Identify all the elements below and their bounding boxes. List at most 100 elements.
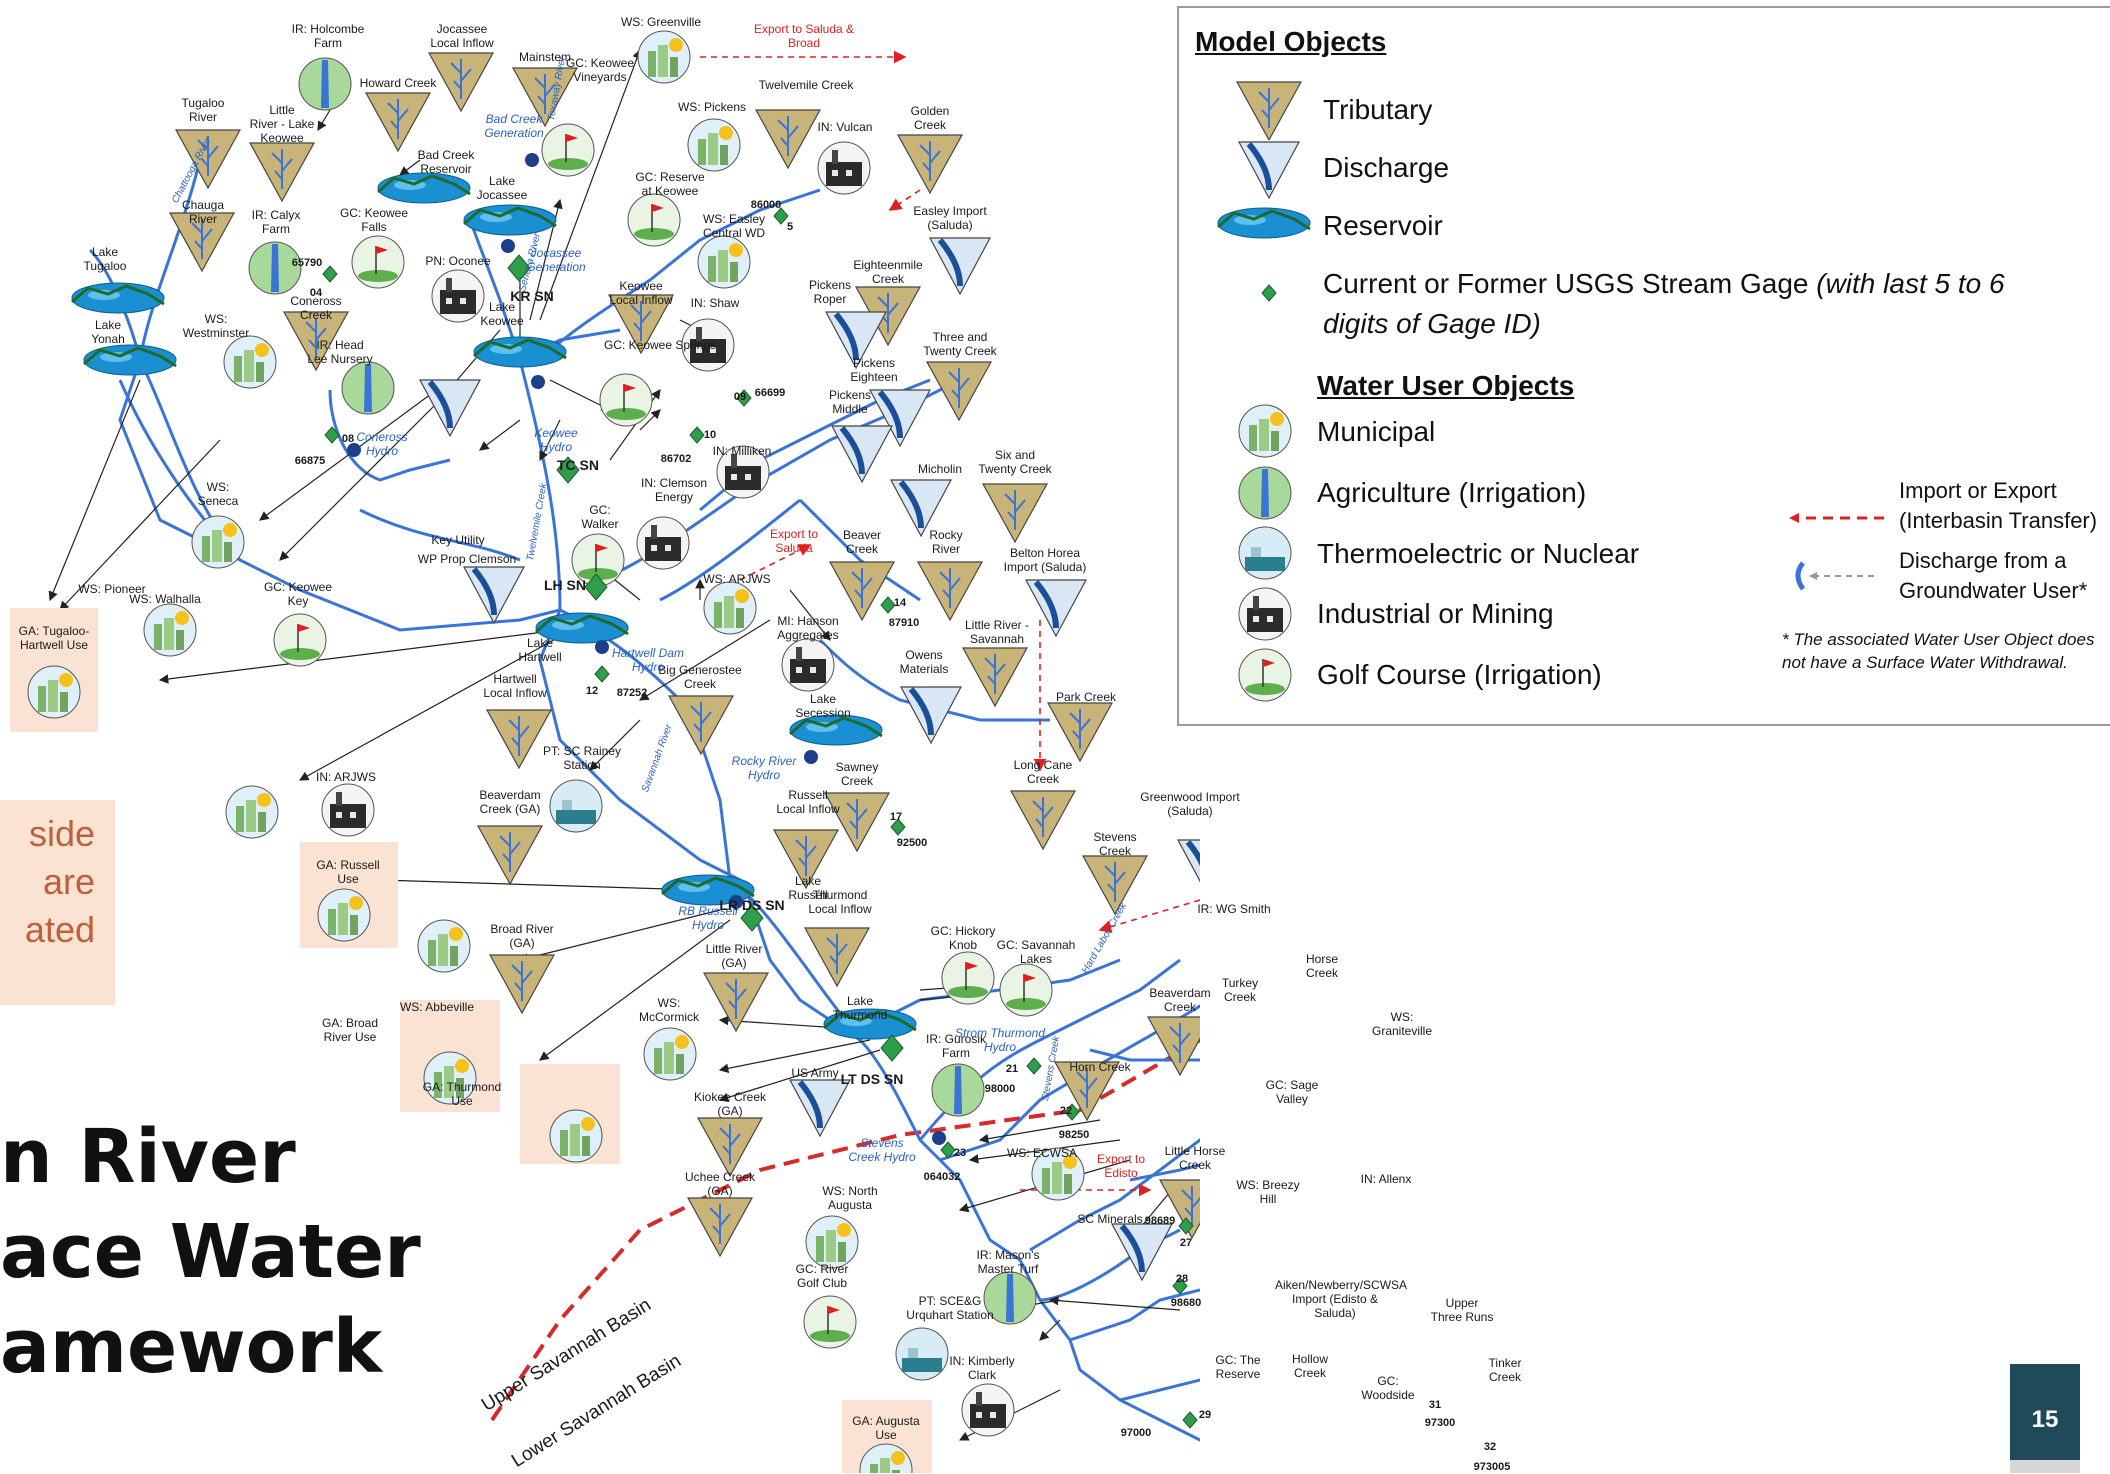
tributary-icon[interactable] (668, 695, 734, 755)
industrial-icon[interactable] (716, 445, 770, 499)
industrial-icon[interactable] (681, 318, 735, 372)
tributary-icon[interactable] (697, 1117, 763, 1177)
tributary-icon[interactable] (169, 212, 235, 272)
discharge-icon[interactable] (1178, 840, 1200, 896)
discharge-icon[interactable] (1112, 1224, 1172, 1280)
reservoir-icon[interactable] (462, 203, 558, 237)
tributary-icon[interactable] (477, 825, 543, 885)
industrial-icon[interactable] (321, 783, 375, 837)
tributary-icon[interactable] (608, 294, 674, 354)
discharge-icon[interactable] (891, 480, 951, 536)
reservoir-icon[interactable] (822, 1007, 918, 1041)
tributary-icon[interactable] (982, 483, 1048, 543)
label-line: Tinker (1488, 1356, 1522, 1370)
tributary-icon[interactable] (687, 1197, 753, 1257)
municipal-icon[interactable] (687, 118, 741, 172)
tributary-icon[interactable] (755, 109, 821, 169)
title-line: ace Water (0, 1209, 421, 1295)
tributary-icon[interactable] (1010, 790, 1076, 850)
industrial-icon[interactable] (817, 141, 871, 195)
industrial-icon[interactable] (961, 1383, 1015, 1437)
industrial-icon[interactable] (781, 638, 835, 692)
agriculture-icon[interactable] (931, 1063, 985, 1117)
agriculture-icon[interactable] (983, 1271, 1037, 1325)
tributary-icon[interactable] (512, 67, 578, 127)
industrial-icon[interactable] (431, 269, 485, 323)
discharge-icon[interactable] (930, 238, 990, 294)
tributary-icon[interactable] (175, 129, 241, 189)
reservoir-icon[interactable] (534, 611, 630, 645)
gage-label: 973005 (1462, 1460, 1522, 1474)
golf-icon[interactable] (541, 123, 595, 177)
discharge-icon[interactable] (1026, 580, 1086, 636)
legend-discharge: Discharge (1323, 152, 1450, 183)
tributary-icon[interactable] (773, 829, 839, 889)
legend-water-user-heading: Water User Objects (1317, 370, 1575, 401)
municipal-icon[interactable] (1031, 1147, 1085, 1201)
municipal-icon[interactable] (191, 515, 245, 569)
page-number-bar (2010, 1460, 2080, 1473)
node-label-in_allenx: IN: Allenx (1326, 1172, 1446, 1186)
golf-icon[interactable] (941, 951, 995, 1005)
hydro-dots (347, 153, 946, 1145)
agriculture-icon[interactable] (248, 241, 302, 295)
industrial-icon (1238, 587, 1292, 641)
tributary-icon[interactable] (917, 561, 983, 621)
legend-gw-discharge: Discharge from a Groundwater User* (1899, 546, 2087, 606)
tributary-icon[interactable] (829, 561, 895, 621)
tributary-icon[interactable] (1082, 855, 1148, 915)
golf-icon[interactable] (599, 373, 653, 427)
industrial-icon[interactable] (636, 516, 690, 570)
industrial-users (321, 141, 1015, 1437)
discharge-icon[interactable] (901, 687, 961, 743)
municipal-icon[interactable] (143, 603, 197, 657)
tributary-icon[interactable] (824, 792, 890, 852)
municipal-icon[interactable] (637, 30, 691, 84)
golf-icon[interactable] (999, 963, 1053, 1017)
reservoir-icon[interactable] (70, 281, 166, 315)
discharge-icon[interactable] (826, 312, 886, 368)
agriculture-icon[interactable] (298, 57, 352, 111)
reservoir-icon[interactable] (472, 335, 568, 369)
reservoir-icon[interactable] (788, 713, 884, 747)
gage-icon (1261, 284, 1277, 302)
legend-panel: Model Objects Tributary Discharge Reserv… (1177, 6, 2110, 726)
golf-icon[interactable] (351, 235, 405, 289)
municipal-icon[interactable] (805, 1215, 859, 1269)
side-note: side are ated (0, 800, 115, 1005)
label-line: Upper (1445, 1296, 1479, 1310)
discharge-icon[interactable] (464, 567, 524, 623)
municipal-icon[interactable] (417, 919, 471, 973)
legend-municipal: Municipal (1317, 416, 1436, 447)
reservoir-icon[interactable] (82, 343, 178, 377)
municipal-icon[interactable] (225, 785, 279, 839)
discharge-icon[interactable] (832, 426, 892, 482)
tributary-icon[interactable] (1047, 702, 1113, 762)
municipal-icon[interactable] (223, 335, 277, 389)
tributary-icon[interactable] (897, 134, 963, 194)
tributary-icon[interactable] (365, 92, 431, 152)
golf-icon[interactable] (627, 193, 681, 247)
tributary-icon[interactable] (249, 142, 315, 202)
label-line: 32 (1483, 1441, 1497, 1453)
agriculture-icon[interactable] (341, 361, 395, 415)
reservoir-icon[interactable] (376, 171, 472, 205)
golf-icon[interactable] (803, 1295, 857, 1349)
use-boxes (10, 608, 932, 1473)
legend-gage-note: digits of Gage ID) (1323, 308, 1541, 339)
tributary-icon[interactable] (428, 52, 494, 112)
tributary-icon[interactable] (283, 311, 349, 371)
municipal-icon[interactable] (697, 235, 751, 289)
municipal-icon[interactable] (643, 1027, 697, 1081)
municipal-icon[interactable] (703, 581, 757, 635)
thermoelectric-icon[interactable] (549, 779, 603, 833)
tributary-icon[interactable] (962, 647, 1028, 707)
legend-footnote-line: not have a Surface Water Withdrawal. (1782, 653, 2068, 672)
golf-icon[interactable] (273, 613, 327, 667)
node-label-ws_graniteville: WS:Graniteville (1342, 1010, 1462, 1038)
discharge-icon[interactable] (790, 1080, 850, 1136)
tributary-icon[interactable] (486, 709, 552, 769)
thermoelectric-icon[interactable] (895, 1327, 949, 1381)
discharge-icon[interactable] (420, 380, 480, 436)
